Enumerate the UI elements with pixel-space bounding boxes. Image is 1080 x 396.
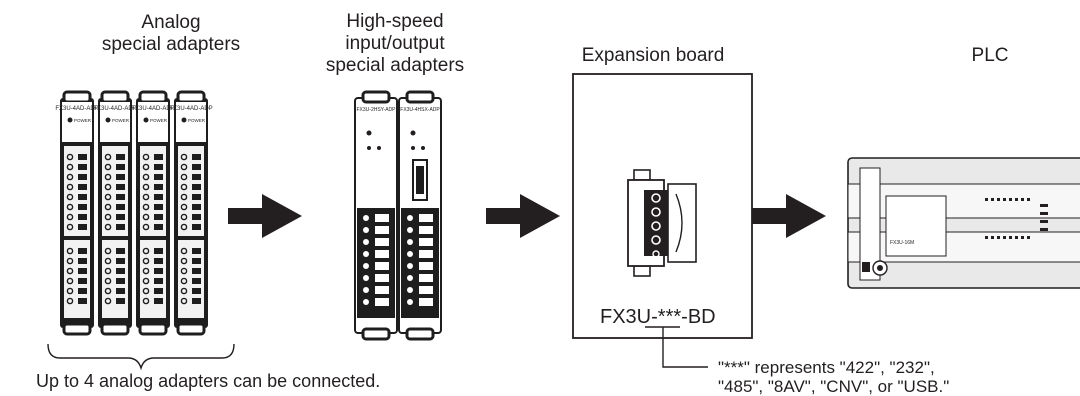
hs-label-line1: High-speed — [346, 11, 444, 32]
board-model-suffix: -BD — [681, 306, 715, 328]
hs-label-line2: input/output — [345, 33, 445, 54]
analog-label-line2: special adapters — [101, 34, 241, 55]
plc-label: PLC — [971, 45, 1009, 66]
board-model-stars: *** — [658, 306, 682, 328]
plc-illustration: FX3U-16M — [847, 157, 1080, 289]
arrow-highspeed-to-board — [486, 194, 560, 238]
analog-module-1-text: FX3U-4AD-ADP — [55, 106, 98, 112]
expansion-board-label: Expansion board — [581, 45, 725, 66]
expansion-board-connector — [627, 169, 697, 277]
analog-adapters-illustration: FX3U-4AD-ADP POWER FX3U-4AD-ADP POWER FX… — [55, 90, 213, 336]
analog-module-3-text: FX3U-4AD-ADP — [131, 106, 174, 112]
analog-module-4-text: FX3U-4AD-ADP — [169, 106, 212, 112]
analog-module-2: FX3U-4AD-ADP POWER — [93, 90, 137, 336]
highspeed-adapters-label: High-speed input/output special adapters — [300, 11, 490, 77]
analog-module-4: FX3U-4AD-ADP POWER — [169, 90, 213, 336]
analog-group-brace — [47, 343, 235, 371]
board-model-prefix: FX3U- — [600, 306, 658, 328]
analog-module-3-power: POWER — [150, 118, 168, 123]
arrow-board-to-plc — [752, 194, 826, 238]
analog-module-1: FX3U-4AD-ADP POWER — [55, 90, 99, 336]
plc-model-text: FX3U-16M — [890, 240, 914, 246]
represents-note-line2: "485", "8AV", "CNV", or "USB." — [718, 377, 950, 396]
represents-note: "***" represents "422", "232", "485", "8… — [718, 358, 949, 396]
analog-module-2-text: FX3U-4AD-ADP — [93, 106, 136, 112]
analog-module-4-power: POWER — [188, 118, 206, 123]
represents-note-line1: "***" represents "422", "232", — [718, 358, 935, 377]
highspeed-adapters-illustration: FX3U-2HSY-ADP FX3U-4HSX-ADP — [354, 90, 442, 341]
analog-label-line1: Analog — [141, 12, 201, 33]
board-model-text: FX3U-***-BD — [600, 306, 716, 328]
hs-module-1: FX3U-2HSY-ADP — [354, 90, 398, 341]
hs-module-1-text: FX3U-2HSY-ADP — [357, 107, 397, 113]
analog-module-3: FX3U-4AD-ADP POWER — [131, 90, 175, 336]
analog-adapters-label: Analog special adapters — [66, 12, 276, 56]
analog-module-2-power: POWER — [112, 118, 130, 123]
hs-label-line3: special adapters — [325, 55, 465, 76]
hs-module-2: FX3U-4HSX-ADP — [398, 90, 442, 341]
hs-module-2-text: FX3U-4HSX-ADP — [400, 107, 440, 113]
stars-leader-line — [662, 327, 708, 368]
arrow-analog-to-highspeed — [228, 194, 302, 238]
analog-module-1-power: POWER — [74, 118, 92, 123]
analog-limit-note: Up to 4 analog adapters can be connected… — [36, 371, 381, 391]
